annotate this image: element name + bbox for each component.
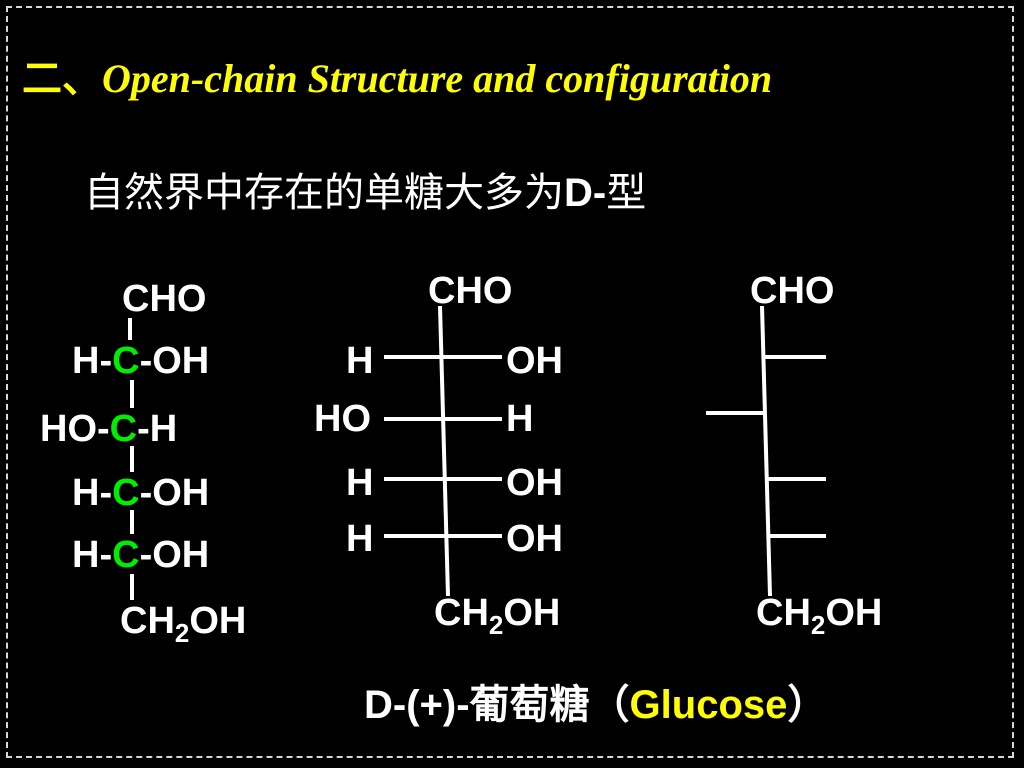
s1-row-4-right: -OH [139,534,210,576]
s1-row-2: HO-C-H [40,410,177,448]
caption-name: Glucose [629,683,788,727]
caption-open-paren: （ [589,683,630,727]
s2-row-1-left: H [346,340,374,382]
s1-bottom-sub: 2 [174,618,190,648]
s1-row-2-right: -H [137,408,178,450]
s3-bottom-sub: 2 [810,610,826,640]
s2-bottom-pre: CH [434,592,489,634]
title-text: Open-chain Structure and configuration [102,56,773,101]
slide-border [6,6,1014,758]
s1-row-1-carbon: C [112,340,140,382]
s2-row-4-left: H [346,518,374,560]
s1-row-4: H-C-OH [72,536,209,574]
s2-row-2-right: H [506,398,534,440]
slide-title: 二、Open-chain Structure and configuration [22,46,772,104]
s1-row-1-left: H- [72,340,113,382]
s3-bottom-pre: CH [756,592,811,634]
s1-row-1-right: -OH [139,340,210,382]
caption-close-paren: ） [787,683,828,727]
s1-bottom-group: CH2OH [120,600,247,646]
s2-row-1-right: OH [506,340,563,382]
s2-row-3-right: OH [506,462,563,504]
s2-row-2-left: HO [314,398,371,440]
s1-row-3-right: -OH [139,472,210,514]
s3-bottom-group: CH2OH [756,592,883,638]
subtitle-suffix: 型 [606,171,647,215]
s1-row-2-carbon: C [109,408,138,450]
s1-row-4-carbon: C [112,534,140,576]
s1-top-group: CHO [122,278,207,320]
s1-row-3-carbon: C [112,472,140,514]
s2-top-group: CHO [428,270,513,312]
s1-row-4-left: H- [72,534,113,576]
s2-backbone [438,305,450,597]
s2-bottom-group: CH2OH [434,592,561,638]
s3-backbone [760,305,772,597]
s1-bottom-pre: CH [120,600,175,642]
s3-bottom-post: OH [825,592,883,634]
subtitle-text: 自然界中存在的单糖大多为 [84,171,564,215]
structure-caption: D-(+)-葡萄糖（Glucose） [364,672,827,730]
s1-row-2-left: HO- [40,408,110,450]
s2-row-3-left: H [346,462,374,504]
s2-bottom-post: OH [503,592,561,634]
s1-row-3: H-C-OH [72,474,209,512]
s1-row-3-left: H- [72,472,113,514]
s2-row-4-right: OH [506,518,563,560]
s2-bottom-sub: 2 [488,610,504,640]
subtitle-d-label: D- [564,171,607,215]
title-number: 二、 [22,57,102,101]
s1-bottom-post: OH [189,600,247,642]
s3-top-group: CHO [750,270,835,312]
slide-subtitle: 自然界中存在的单糖大多为D-型 [84,160,646,218]
s1-row-1: H-C-OH [72,342,209,380]
caption-prefix: D-(+)-葡萄糖 [364,683,590,727]
